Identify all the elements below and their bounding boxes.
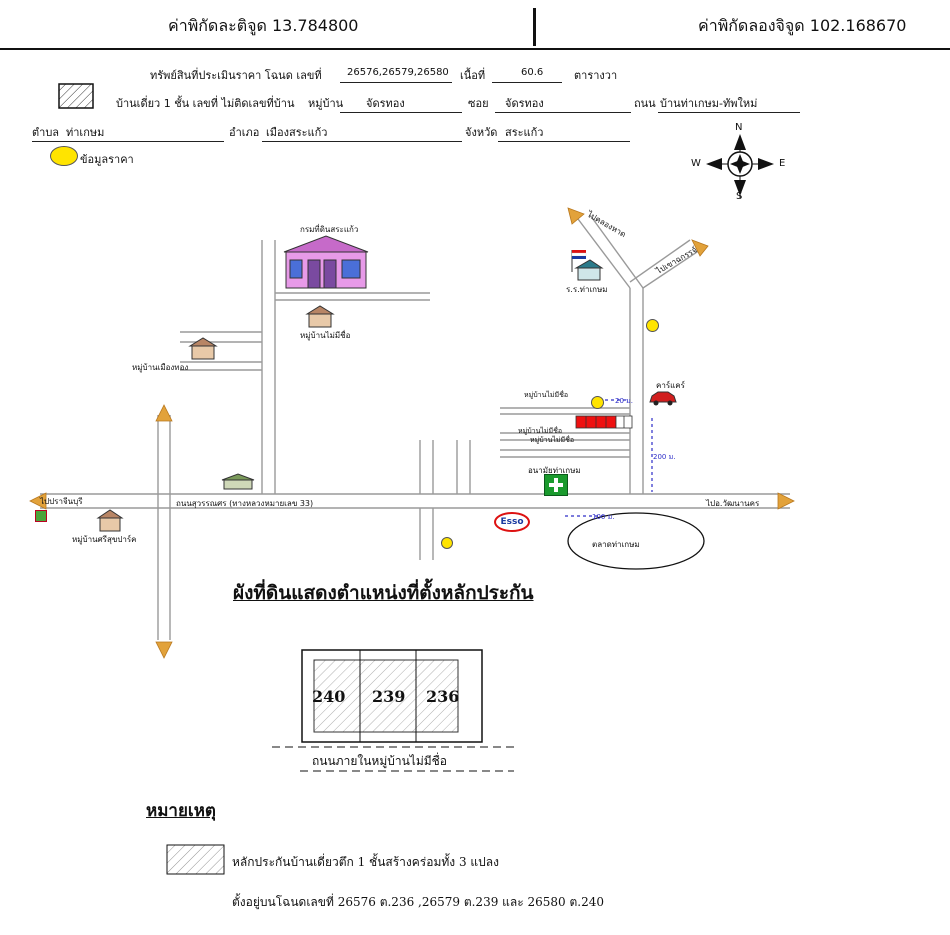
notes-line-1: หลักประกันบ้านเดี่ยวตึก 1 ชั้นสร้างคร่อม… (232, 855, 499, 869)
province-label: จังหวัด (465, 126, 498, 139)
compass-south: S (736, 191, 743, 202)
village-label-3: หมู่บ้านไม่มีชื่อ (524, 391, 569, 399)
carcare-label: คาร์แคร์ (656, 381, 685, 390)
price-marker-icon[interactable] (441, 537, 453, 549)
internal-road-label: ถนนภายในหมู่บ้านไม่มีชื่อ (312, 754, 447, 768)
to-prachinburi-label: ไปปราจีนบุรี (40, 497, 83, 506)
road-label: ถนน (634, 97, 656, 110)
esso-logo: Esso (494, 512, 530, 532)
village-value: จัดรทอง (366, 97, 405, 110)
property-title: ทรัพย์สินที่ประเมินราคา โฉนด เลขที่ (150, 69, 322, 82)
school-icon (571, 250, 604, 281)
compass-north: N (735, 122, 743, 133)
header-divider (533, 8, 536, 46)
village-label-1: หมู่บ้านไม่มีชื่อ (300, 331, 351, 340)
land-office-building-icon (283, 235, 369, 289)
compass-west: W (691, 158, 701, 169)
hospital-label: อนามัยท่าเกษม (528, 466, 581, 475)
price-marker-icon[interactable] (646, 319, 659, 332)
amphoe-label: อำเภอ (229, 126, 260, 139)
house-type: บ้านเดี่ยว 1 ชั้น เลขที่ ไม่ติดเลขที่บ้า… (116, 97, 295, 110)
price-marker-legend-icon (50, 146, 78, 166)
plot-number-236: 236 (426, 687, 460, 706)
village-srisuk-label: หมู่บ้านศรีสุขปาร์ค (72, 535, 137, 544)
house-icon (188, 337, 218, 360)
area-unit: ตารางวา (574, 69, 618, 82)
house-icon (305, 305, 335, 328)
compass-east: E (779, 158, 786, 169)
building-icon (221, 473, 255, 490)
village-label: หมู่บ้าน (308, 97, 344, 110)
plot-number-239: 239 (372, 687, 406, 706)
plot-number-240: 240 (312, 687, 346, 706)
market-label: ตลาดท่าเกษม (592, 540, 640, 549)
distance-20: 20 ม. (615, 397, 633, 405)
coordinate-header (0, 0, 950, 50)
soi-label: ซอย (468, 97, 489, 110)
distance-200: 200 ม. (653, 453, 676, 461)
small-marker-icon (35, 510, 47, 522)
soi-value: จัดรทอง (505, 97, 544, 110)
car-icon (649, 391, 677, 406)
province-value: สระแก้ว (505, 126, 544, 139)
deed-numbers: 26576,26579,26580 (347, 67, 449, 78)
village-label-4: หมู่บ้านไม่มีชื่อ (530, 436, 575, 444)
notes-hatch-icon (166, 844, 225, 875)
tambon-label: ตำบล (32, 126, 60, 139)
hatched-legend-icon (58, 83, 94, 109)
house-icon (96, 509, 124, 532)
plot-diagram (272, 649, 516, 772)
road-value: บ้านท่าเกษม-ทัพใหม่ (660, 97, 758, 110)
distance-100: 100 ม. (592, 513, 615, 521)
school-label: ร.ร.ท่าเกษม (566, 285, 608, 294)
hospital-icon (544, 474, 568, 496)
village-label-2: หมู่บ้านไม่มีชื่อ (518, 427, 563, 435)
tambon-value: ท่าเกษม (66, 126, 105, 139)
amphoe-value: เมืองสระแก้ว (266, 126, 328, 139)
latitude-label: ค่าพิกัดละติจูด 13.784800 (168, 16, 359, 35)
longitude-label: ค่าพิกัดลองจิจูด 102.168670 (698, 16, 907, 35)
village-west-label: หมู่บ้านเมืองทอง (132, 363, 189, 372)
area-value: 60.6 (521, 67, 544, 78)
notes-line-2: ตั้งอยู่บนโฉนดเลขที่ 26576 ต.236 ,26579 … (232, 895, 604, 909)
map-title: ผังที่ดินแสดงตำแหน่งที่ตั้งหลักประกัน (233, 582, 534, 604)
compass-rose-icon (706, 134, 774, 198)
to-watthana-label: ไปอ.วัฒนานคร (706, 499, 760, 508)
main-road-label: ถนนสุวรรณศร (ทางหลวงหมายเลข 33) (176, 499, 314, 508)
price-marker-icon[interactable] (591, 396, 604, 409)
price-info-label: ข้อมูลราคา (80, 153, 134, 166)
area-label: เนื้อที่ (460, 69, 486, 82)
notes-title: หมายเหตุ (146, 801, 216, 821)
land-office-label: กรมที่ดินสระแก้ว (300, 225, 359, 234)
